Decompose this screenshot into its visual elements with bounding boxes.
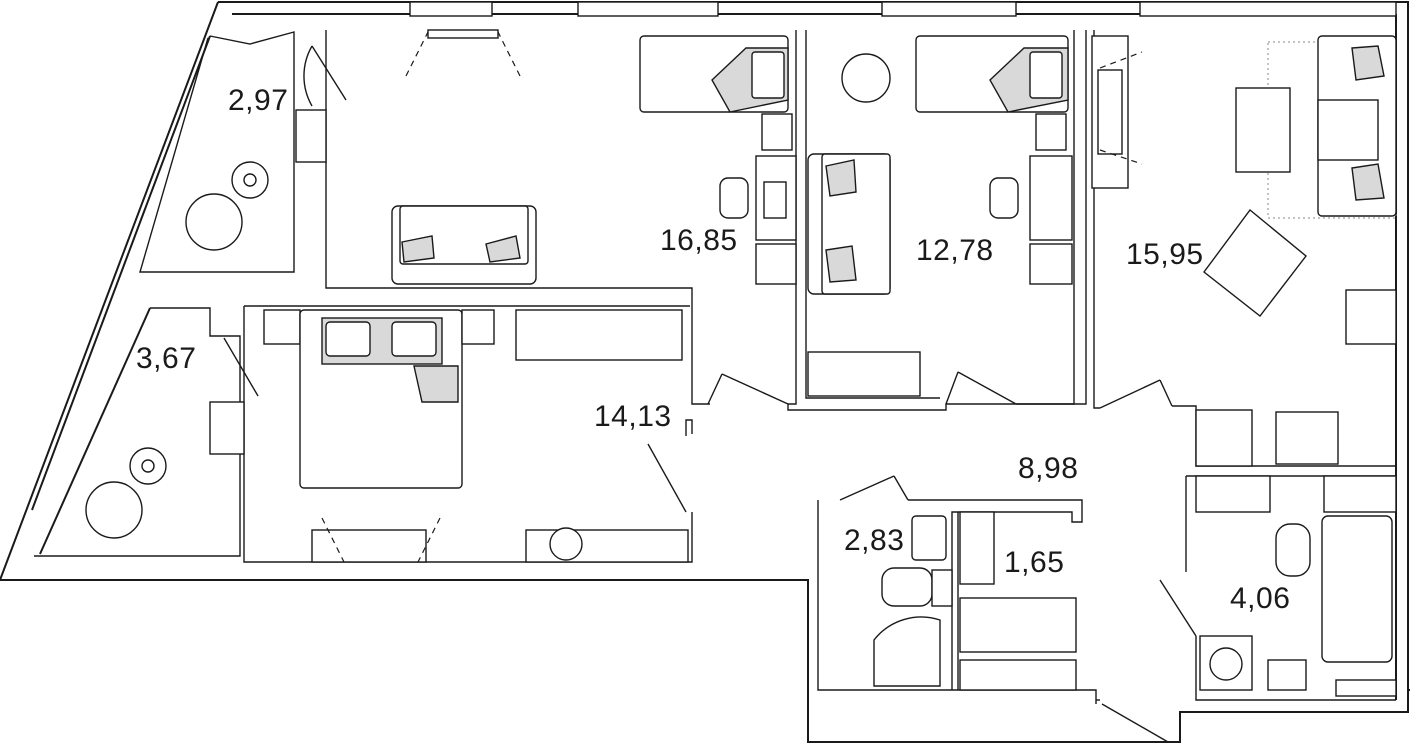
area-label-bedroom-2: 12,78 [916, 234, 994, 267]
area-label-loggia-2: 3,67 [136, 342, 197, 375]
area-label-storage: 1,65 [1004, 546, 1065, 579]
area-label-hallway: 8,98 [1018, 452, 1079, 485]
area-label-bathroom-1: 2,83 [844, 524, 905, 557]
area-label-bathroom-2: 4,06 [1230, 582, 1291, 615]
interior-walls [34, 30, 1396, 704]
bedroom-2-furniture [807, 35, 1073, 397]
bath-furniture [873, 511, 1397, 697]
doors [223, 45, 1197, 743]
bedroom-1-furniture [263, 309, 689, 563]
area-label-loggia-1: 2,97 [228, 84, 289, 117]
kitchen-furniture [1091, 35, 1397, 513]
area-label-living-room: 16,85 [660, 224, 738, 257]
area-label-bedroom-1: 14,13 [594, 400, 672, 433]
area-label-kitchen: 15,95 [1126, 238, 1204, 271]
loggia-furniture [85, 109, 327, 539]
living-room-furniture [391, 29, 797, 285]
